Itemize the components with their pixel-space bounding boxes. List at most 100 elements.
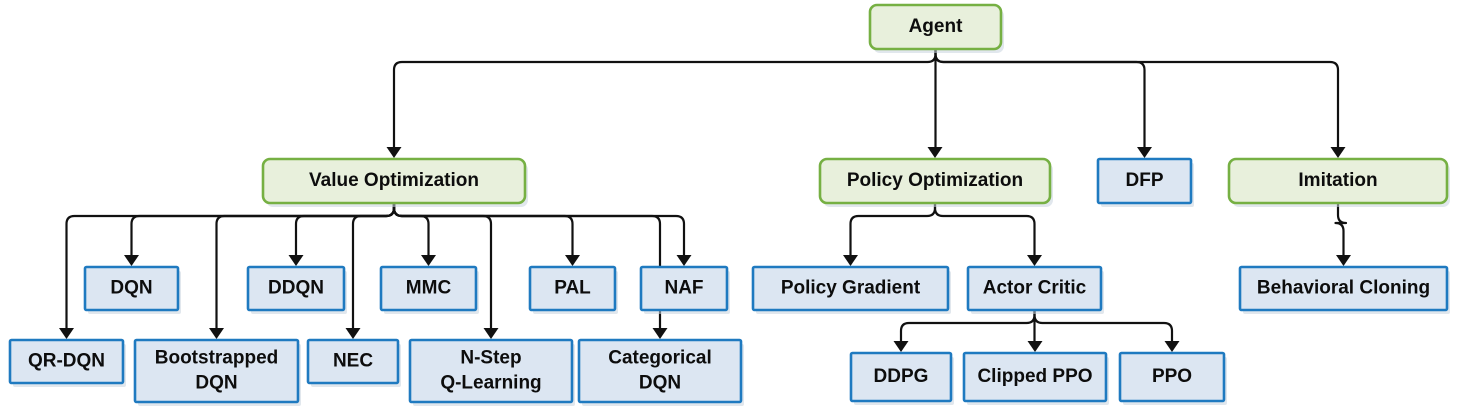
node-label: Policy Gradient bbox=[781, 278, 921, 299]
arrow-head bbox=[483, 328, 499, 339]
node-box[interactable] bbox=[966, 265, 1103, 312]
node-label: Actor Critic bbox=[983, 278, 1087, 299]
arrow-head bbox=[209, 328, 224, 339]
node-qr-dqn[interactable]: QR-DQN bbox=[8, 338, 126, 387]
node-label: DDPG bbox=[874, 366, 929, 387]
node-box[interactable] bbox=[8, 338, 125, 385]
arrow-head bbox=[1027, 341, 1043, 352]
node-nec[interactable]: NEC bbox=[306, 338, 401, 387]
node-label: Bootstrapped bbox=[155, 348, 279, 369]
edge-group-actor-critic bbox=[893, 310, 1180, 352]
edge-group-imitation bbox=[1334, 203, 1351, 266]
connector-line bbox=[392, 203, 686, 256]
connector-line bbox=[392, 203, 430, 256]
node-clipped-ppo[interactable]: Clipped PPO bbox=[962, 351, 1109, 405]
node-behavioral-cloning[interactable]: Behavioral Cloning bbox=[1238, 265, 1450, 314]
arrow-head bbox=[386, 147, 402, 158]
node-label: Q-Learning bbox=[440, 373, 541, 394]
node-box[interactable] bbox=[528, 265, 617, 312]
node-box[interactable] bbox=[1238, 265, 1449, 312]
arrow-head bbox=[421, 255, 436, 266]
node-label: DDQN bbox=[268, 278, 324, 299]
node-label: Agent bbox=[909, 16, 964, 37]
connector-line bbox=[392, 203, 662, 329]
connector-line bbox=[899, 310, 1036, 342]
node-naf[interactable]: NAF bbox=[639, 265, 730, 314]
node-ddqn[interactable]: DDQN bbox=[246, 265, 347, 314]
node-box[interactable] bbox=[751, 265, 950, 312]
node-box[interactable] bbox=[818, 157, 1052, 205]
connector-line bbox=[392, 49, 937, 148]
node-agent[interactable]: Agent bbox=[868, 3, 1004, 53]
arrow-head bbox=[652, 328, 668, 339]
node-label: DQN bbox=[639, 373, 681, 394]
arrow-head bbox=[676, 255, 692, 266]
arrow-head bbox=[1330, 147, 1346, 158]
node-box[interactable] bbox=[849, 351, 953, 403]
node-label: Imitation bbox=[1298, 170, 1377, 191]
node-policy-gradient[interactable]: Policy Gradient bbox=[751, 265, 951, 314]
node-box[interactable] bbox=[868, 3, 1003, 51]
node-label: DFP bbox=[1126, 170, 1164, 191]
node-box[interactable] bbox=[306, 338, 400, 385]
node-label: Behavioral Cloning bbox=[1257, 278, 1430, 299]
connector-line bbox=[1334, 203, 1348, 256]
node-box[interactable] bbox=[408, 338, 574, 404]
node-label: QR-DQN bbox=[28, 351, 105, 372]
node-box[interactable] bbox=[639, 265, 729, 312]
arrow-head bbox=[893, 341, 909, 352]
node-policy-optimization[interactable]: Policy Optimization bbox=[818, 157, 1053, 207]
node-mmc[interactable]: MMC bbox=[379, 265, 479, 314]
node-label: NEC bbox=[333, 351, 373, 372]
edge-group-agent bbox=[386, 49, 1346, 158]
connector-line bbox=[294, 203, 396, 256]
node-box[interactable] bbox=[577, 338, 743, 404]
arrow-head bbox=[288, 255, 304, 266]
node-box[interactable] bbox=[83, 265, 180, 312]
node-label: Clipped PPO bbox=[977, 366, 1092, 387]
node-dfp[interactable]: DFP bbox=[1096, 157, 1194, 207]
node-actor-critic[interactable]: Actor Critic bbox=[966, 265, 1104, 314]
arrow-head bbox=[1164, 341, 1180, 352]
node-box[interactable] bbox=[246, 265, 346, 312]
node-pal[interactable]: PAL bbox=[528, 265, 618, 314]
node-box[interactable] bbox=[1096, 157, 1193, 205]
connector-line bbox=[934, 49, 1146, 148]
node-ppo[interactable]: PPO bbox=[1118, 351, 1227, 405]
node-label: PPO bbox=[1152, 366, 1192, 387]
arrow-head bbox=[927, 147, 943, 158]
node-imitation[interactable]: Imitation bbox=[1227, 157, 1450, 207]
arrow-head bbox=[59, 328, 74, 339]
connector-line bbox=[933, 203, 1036, 256]
node-label: Policy Optimization bbox=[847, 170, 1023, 191]
node-box[interactable] bbox=[261, 157, 527, 205]
arrow-head bbox=[345, 328, 361, 339]
edge-layer bbox=[59, 49, 1351, 352]
node-box[interactable] bbox=[133, 338, 300, 404]
node-dqn[interactable]: DQN bbox=[83, 265, 181, 314]
connector-line bbox=[849, 203, 937, 256]
connector-line bbox=[130, 203, 396, 256]
node-label: PAL bbox=[554, 278, 591, 299]
node-box[interactable] bbox=[962, 351, 1108, 403]
node-label: DQN bbox=[110, 278, 152, 299]
connector-line bbox=[1033, 310, 1174, 342]
node-box[interactable] bbox=[1227, 157, 1449, 205]
node-label: MMC bbox=[406, 278, 452, 299]
node-box[interactable] bbox=[379, 265, 478, 312]
node-box[interactable] bbox=[1118, 351, 1226, 403]
node-ddpg[interactable]: DDPG bbox=[849, 351, 954, 405]
arrow-head bbox=[843, 255, 858, 266]
node-label: NAF bbox=[664, 278, 703, 299]
connector-line bbox=[392, 203, 574, 256]
arrow-head bbox=[565, 255, 580, 266]
edge-group-value-optimization bbox=[59, 203, 692, 339]
node-label: Categorical bbox=[608, 348, 711, 369]
node-value-optimization[interactable]: Value Optimization bbox=[261, 157, 528, 207]
